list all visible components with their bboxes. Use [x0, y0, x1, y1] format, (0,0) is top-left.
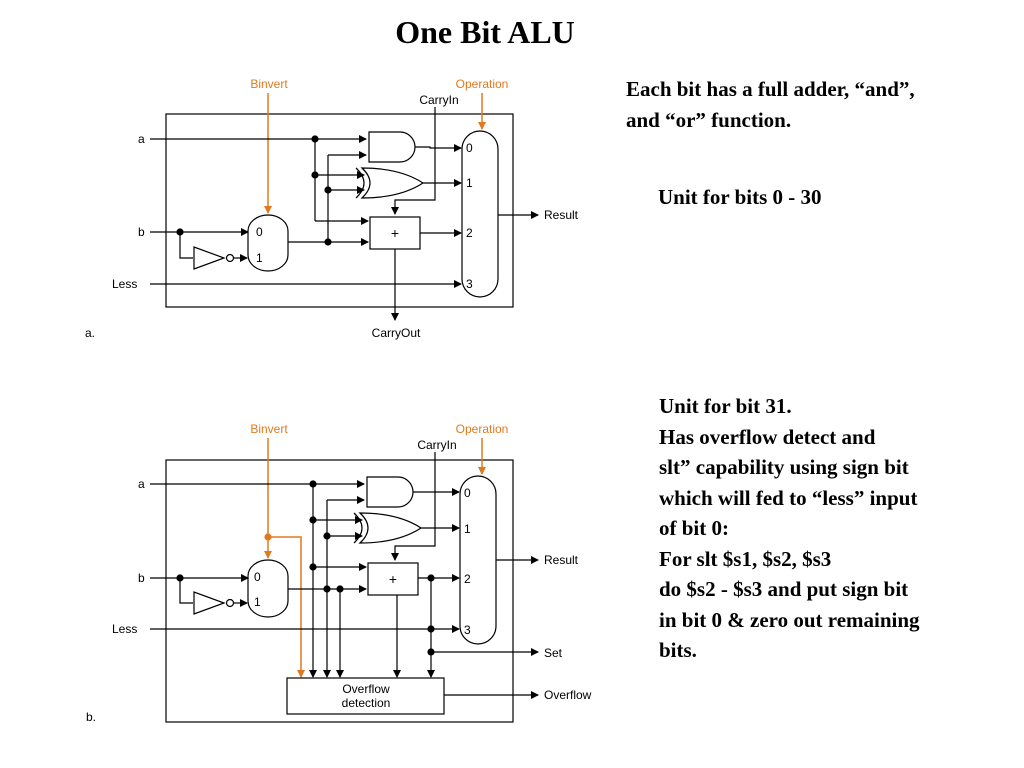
note-line: which will fed to “less” input	[659, 485, 918, 510]
and-gate-a-icon	[368, 131, 416, 163]
carryin-label-b: CarryIn	[417, 438, 456, 452]
mux-b-a	[247, 214, 289, 272]
result-label-b: Result	[544, 553, 579, 567]
mux-op-input-2-a: 2	[466, 226, 473, 240]
note-line: Unit for bit 31.	[659, 394, 792, 418]
alu-a-frame	[165, 113, 514, 308]
panel-label-b: b.	[86, 710, 96, 724]
inverter-b-icon	[193, 591, 226, 615]
carryin-label-a: CarryIn	[419, 93, 458, 107]
binvert-label-a: Binvert	[250, 77, 288, 91]
note-line: slt” capability using sign bit	[659, 455, 909, 479]
and-gate-b-icon	[366, 476, 414, 508]
note-line: and “or” function.	[626, 107, 792, 132]
overflow-box-line-2: detection	[342, 696, 391, 710]
input-b-label-a: b	[138, 225, 145, 239]
or-gate-b-icon	[358, 512, 423, 544]
set-label-b: Set	[544, 646, 563, 660]
less-label-b: Less	[112, 622, 137, 636]
adder-symbol-a: +	[391, 225, 399, 241]
mux-b-input-1-a: 1	[256, 251, 263, 265]
page-title: One Bit ALU	[395, 14, 575, 50]
mux-b-input-0-a: 0	[256, 225, 263, 239]
diagram-b	[150, 438, 539, 723]
input-a-label-b: a	[138, 477, 145, 491]
note-line: Has overflow detect and	[659, 424, 876, 449]
input-a-label-a: a	[138, 132, 145, 146]
overflow-label-b: Overflow	[544, 688, 592, 702]
input-b-label-b: b	[138, 571, 145, 585]
note-line: bits.	[659, 638, 697, 662]
overflow-box-line-1: Overflow	[342, 682, 390, 696]
mux-op-input-2-b: 2	[464, 572, 471, 586]
mux-op-input-3-a: 3	[466, 277, 473, 291]
note-line: in bit 0 & zero out remaining	[659, 607, 920, 632]
mux-op-input-1-b: 1	[464, 522, 471, 536]
mux-op-input-0-a: 0	[466, 141, 473, 155]
mux-op-input-1-a: 1	[466, 176, 473, 190]
less-label-a: Less	[112, 277, 137, 291]
mux-b-input-1-b: 1	[254, 595, 261, 609]
adder-symbol-b: +	[389, 571, 397, 587]
note-line: of bit 0:	[659, 516, 729, 540]
note-full-adder: Each bit has a full adder, “and”, and “o…	[626, 74, 915, 135]
mux-b-input-0-b: 0	[254, 570, 261, 584]
alu-b-frame	[165, 459, 514, 723]
adder-b	[367, 562, 419, 596]
mux-op-input-0-b: 0	[464, 486, 471, 500]
mux-op-a	[461, 130, 499, 298]
result-label-a: Result	[544, 208, 579, 222]
note-line: Each bit has a full adder, “and”,	[626, 77, 915, 101]
note-line: For slt $s1, $s2, $s3	[659, 546, 832, 571]
inverter-a-icon	[193, 246, 226, 270]
or-gate-a-icon	[360, 167, 425, 199]
panel-label-a: a.	[85, 326, 95, 340]
mux-op-b	[459, 475, 497, 645]
note-line: do $s2 - $s3 and put sign bit	[659, 577, 909, 601]
carryout-label-a: CarryOut	[372, 326, 421, 340]
diagram-a	[150, 93, 539, 321]
binvert-label-b: Binvert	[250, 422, 288, 436]
note-unit-a: Unit for bits 0 - 30	[658, 185, 822, 209]
mux-op-input-3-b: 3	[464, 623, 471, 637]
note-unit-b: Unit for bit 31. Has overflow detect and…	[659, 391, 920, 666]
overflow-detection-box	[286, 677, 445, 715]
operation-label-a: Operation	[456, 77, 509, 91]
mux-b-b	[247, 559, 289, 618]
operation-label-b: Operation	[456, 422, 509, 436]
